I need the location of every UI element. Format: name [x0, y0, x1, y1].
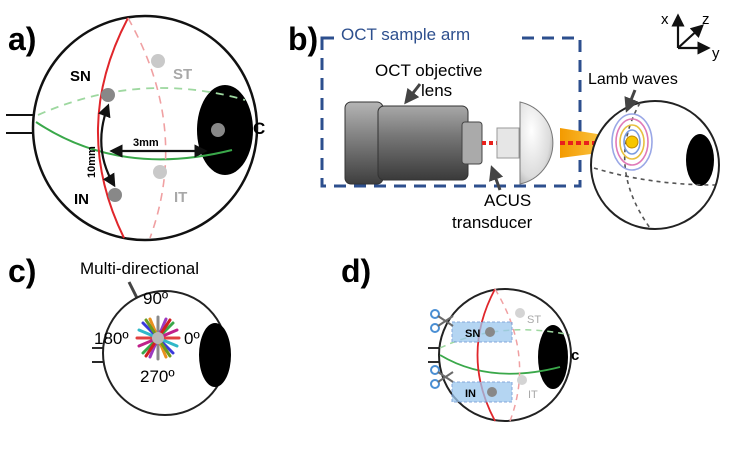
panel-a-letter: a): [8, 21, 36, 57]
cornea-c: [199, 323, 231, 387]
axis-z-label: z: [702, 11, 710, 28]
cornea-marker-a: [211, 123, 225, 137]
axis-icon: [671, 13, 711, 55]
multidirectional-title: Multi-directional: [80, 259, 199, 278]
panel-d-letter: d): [341, 253, 371, 289]
lamb-wave-rings: [611, 113, 653, 171]
axis-x-label: x: [661, 11, 669, 28]
lamb-waves-label: Lamb waves: [588, 71, 678, 88]
point-st-a: [151, 54, 165, 68]
label-it-d: IT: [528, 389, 538, 401]
label-sn-d: SN: [465, 328, 480, 340]
acus-base: [496, 127, 520, 159]
cornea-b: [686, 134, 714, 186]
label-st-d: ST: [527, 314, 541, 326]
point-sn-a: [101, 88, 115, 102]
transducer-label-line2: transducer: [452, 213, 533, 232]
panel-b-letter: b): [288, 21, 318, 57]
label-3mm: 3mm: [133, 137, 159, 149]
point-in-d: [487, 387, 497, 397]
point-in-a: [108, 188, 122, 202]
angle-0: 0º: [184, 329, 200, 348]
panel-c-letter: c): [8, 253, 36, 289]
label-in-d: IN: [465, 388, 476, 400]
sample-strip-sn: [451, 321, 513, 343]
panel-a: a) SN ST IN IT C 10mm 3mm: [6, 14, 265, 242]
point-it-a: [153, 165, 167, 179]
objective-arrow-icon: [404, 83, 422, 105]
label-st-a: ST: [173, 66, 192, 83]
equator-back-a: [37, 87, 246, 116]
meridian-b: [623, 102, 651, 229]
sample-arm-title-bg: [338, 22, 518, 44]
label-10mm: 10mm: [86, 146, 98, 178]
objective-label-line2: lens: [421, 81, 452, 100]
point-st-d: [515, 308, 525, 318]
objective-nose: [461, 121, 483, 165]
objective-label-line1: OCT objective: [375, 61, 482, 80]
objective-body-rear: [344, 101, 384, 185]
sample-strip-in: [451, 381, 513, 403]
scissors-icon: [430, 309, 454, 333]
point-it-d: [517, 375, 527, 385]
equator-front-d: [439, 354, 561, 375]
equator-back-d: [439, 329, 571, 349]
angle-90: 90º: [143, 289, 168, 308]
label-it-a: IT: [174, 189, 187, 206]
transducer-arrow-icon: [489, 165, 504, 191]
label-c-a: C: [253, 119, 265, 138]
panel-d: d) SN IN ST IT c: [341, 253, 579, 422]
lamb-arrow-icon: [624, 89, 639, 113]
point-sn-d: [485, 327, 495, 337]
panel-b: b) OCT sample arm OCT objective: [288, 11, 720, 232]
meridian-back-a: [127, 17, 167, 239]
label-sn-a: SN: [70, 68, 91, 85]
eye-globe-a: [31, 14, 259, 242]
eye-globe-b: [590, 100, 720, 230]
axis-y-label: y: [712, 45, 720, 62]
angle-180: 180º: [94, 329, 129, 348]
meridian-back-d: [494, 288, 521, 422]
transducer-label-line1: ACUS: [484, 191, 531, 210]
objective-body-front: [377, 105, 469, 181]
cornea-d: [538, 325, 568, 389]
meridian-front-d: [476, 288, 496, 422]
label-c-d: c: [571, 347, 579, 364]
angle-270: 270º: [140, 367, 175, 386]
acus-dome: [519, 101, 554, 185]
arrow-vertical-a: [98, 103, 116, 188]
scissors-icon: [430, 365, 454, 389]
sample-arm-title: OCT sample arm: [341, 25, 470, 44]
panel-c: c) Multi-directional 90º 0º 180º 270º: [8, 253, 231, 416]
label-in-a: IN: [74, 191, 89, 208]
meridian-front-a: [97, 17, 129, 239]
equator-b: [593, 167, 716, 186]
direction-star: [135, 315, 181, 361]
